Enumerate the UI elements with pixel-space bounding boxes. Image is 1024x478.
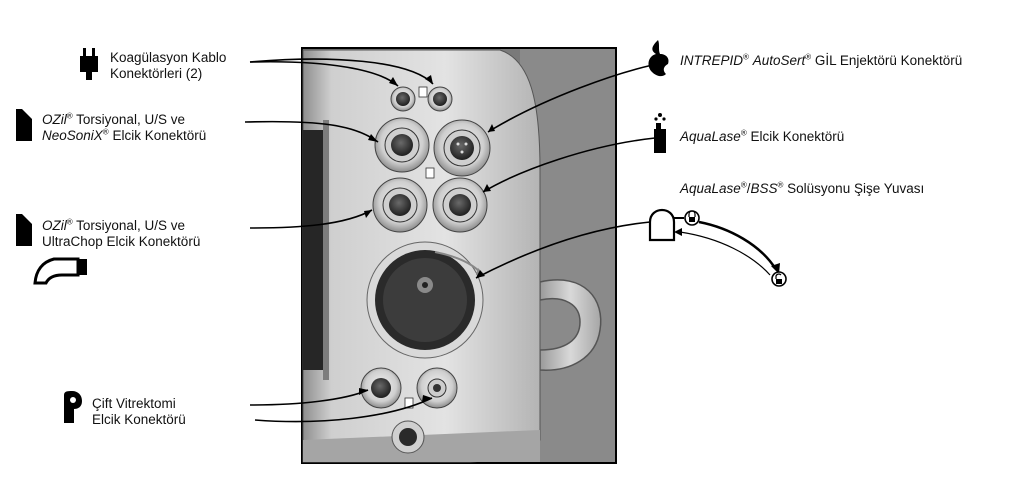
bottle-lock-icon <box>648 208 787 287</box>
label-coag-line1: Koagülasyon Kablo <box>110 50 227 65</box>
label-vitrek-line1: Çift Vitrektomi <box>92 396 176 411</box>
brand-bss: BSS <box>750 181 778 196</box>
ozil-handpiece-icon <box>16 109 32 141</box>
reg-mark: ® <box>740 180 747 190</box>
label-vitrek-line2: Elcik Konektörü <box>92 412 186 427</box>
reg-mark: ® <box>102 127 109 137</box>
coag-connector-right <box>427 86 453 112</box>
label-intrepid: INTREPID® AutoSert® GİL Enjektörü Konekt… <box>680 53 962 69</box>
label-aqualase-rest: Elcik Konektörü <box>746 129 845 144</box>
ultrachop-handpiece-icon <box>16 214 32 246</box>
brand-ozil: OZil <box>42 218 67 233</box>
reg-mark: ® <box>66 111 73 121</box>
reg-mark: ® <box>805 52 812 62</box>
ozil-ultrachop-connector <box>372 177 428 233</box>
label-ozil1-rest: Torsiyonal, U/S ve <box>72 112 185 127</box>
label-coag-line2: Konektörleri (2) <box>110 66 203 81</box>
brand-aqualase: AquaLase <box>680 181 741 196</box>
label-ozil2-line2: UltraChop Elcik Konektörü <box>42 234 201 249</box>
label-ozil-neosonix: OZil® Torsiyonal, U/S ve NeoSoniX® Elcik… <box>42 112 206 144</box>
device-handle <box>539 279 602 371</box>
brand-autosert: AutoSert <box>752 53 806 68</box>
brand-ozil: OZil <box>42 112 67 127</box>
intrepid-connector <box>433 119 491 177</box>
aqualase-connector <box>432 177 488 233</box>
coag-connector-left <box>390 86 416 112</box>
reg-mark: ® <box>66 217 73 227</box>
ultrachop-tip-icon <box>33 257 87 285</box>
label-vitrectomy: Çift Vitrektomi Elcik Konektörü <box>92 396 186 428</box>
reg-mark: ® <box>777 180 784 190</box>
label-ozil2-rest: Torsiyonal, U/S ve <box>72 218 185 233</box>
device-screen-edge <box>303 130 323 370</box>
label-intrepid-rest: GİL Enjektörü Konektörü <box>811 53 963 68</box>
reg-mark: ® <box>743 52 749 62</box>
ozil-neosonix-connector <box>374 117 430 173</box>
label-coag-connectors: Koagülasyon Kablo Konektörleri (2) <box>110 50 226 82</box>
label-ozil1-rest2: Elcik Konektörü <box>108 128 207 143</box>
label-ozil-ultrachop: OZil® Torsiyonal, U/S ve UltraChop Elcik… <box>42 218 200 250</box>
label-bss-rest: Solüsyonu Şişe Yuvası <box>783 181 925 196</box>
plug-icon <box>80 48 98 80</box>
vitrectomy-connector-left <box>360 367 402 409</box>
reg-mark: ® <box>740 128 747 138</box>
lower-port <box>391 420 425 454</box>
brand-intrepid: INTREPID <box>680 53 744 68</box>
label-aqualase: AquaLase® Elcik Konektörü <box>680 129 844 145</box>
intrepid-icon <box>648 40 669 77</box>
brand-aqualase: AquaLase <box>680 129 741 144</box>
bss-bottle-holder <box>366 241 484 359</box>
vitrectomy-icon <box>64 391 82 423</box>
brand-neosonix: NeoSoniX <box>42 128 103 143</box>
label-bss-holder: AquaLase®/BSS® Solüsyonu Şişe Yuvası <box>680 181 924 197</box>
leader-arrowheads <box>359 75 495 402</box>
aqualase-icon <box>654 113 666 153</box>
label-bss-sep: / <box>746 181 751 196</box>
